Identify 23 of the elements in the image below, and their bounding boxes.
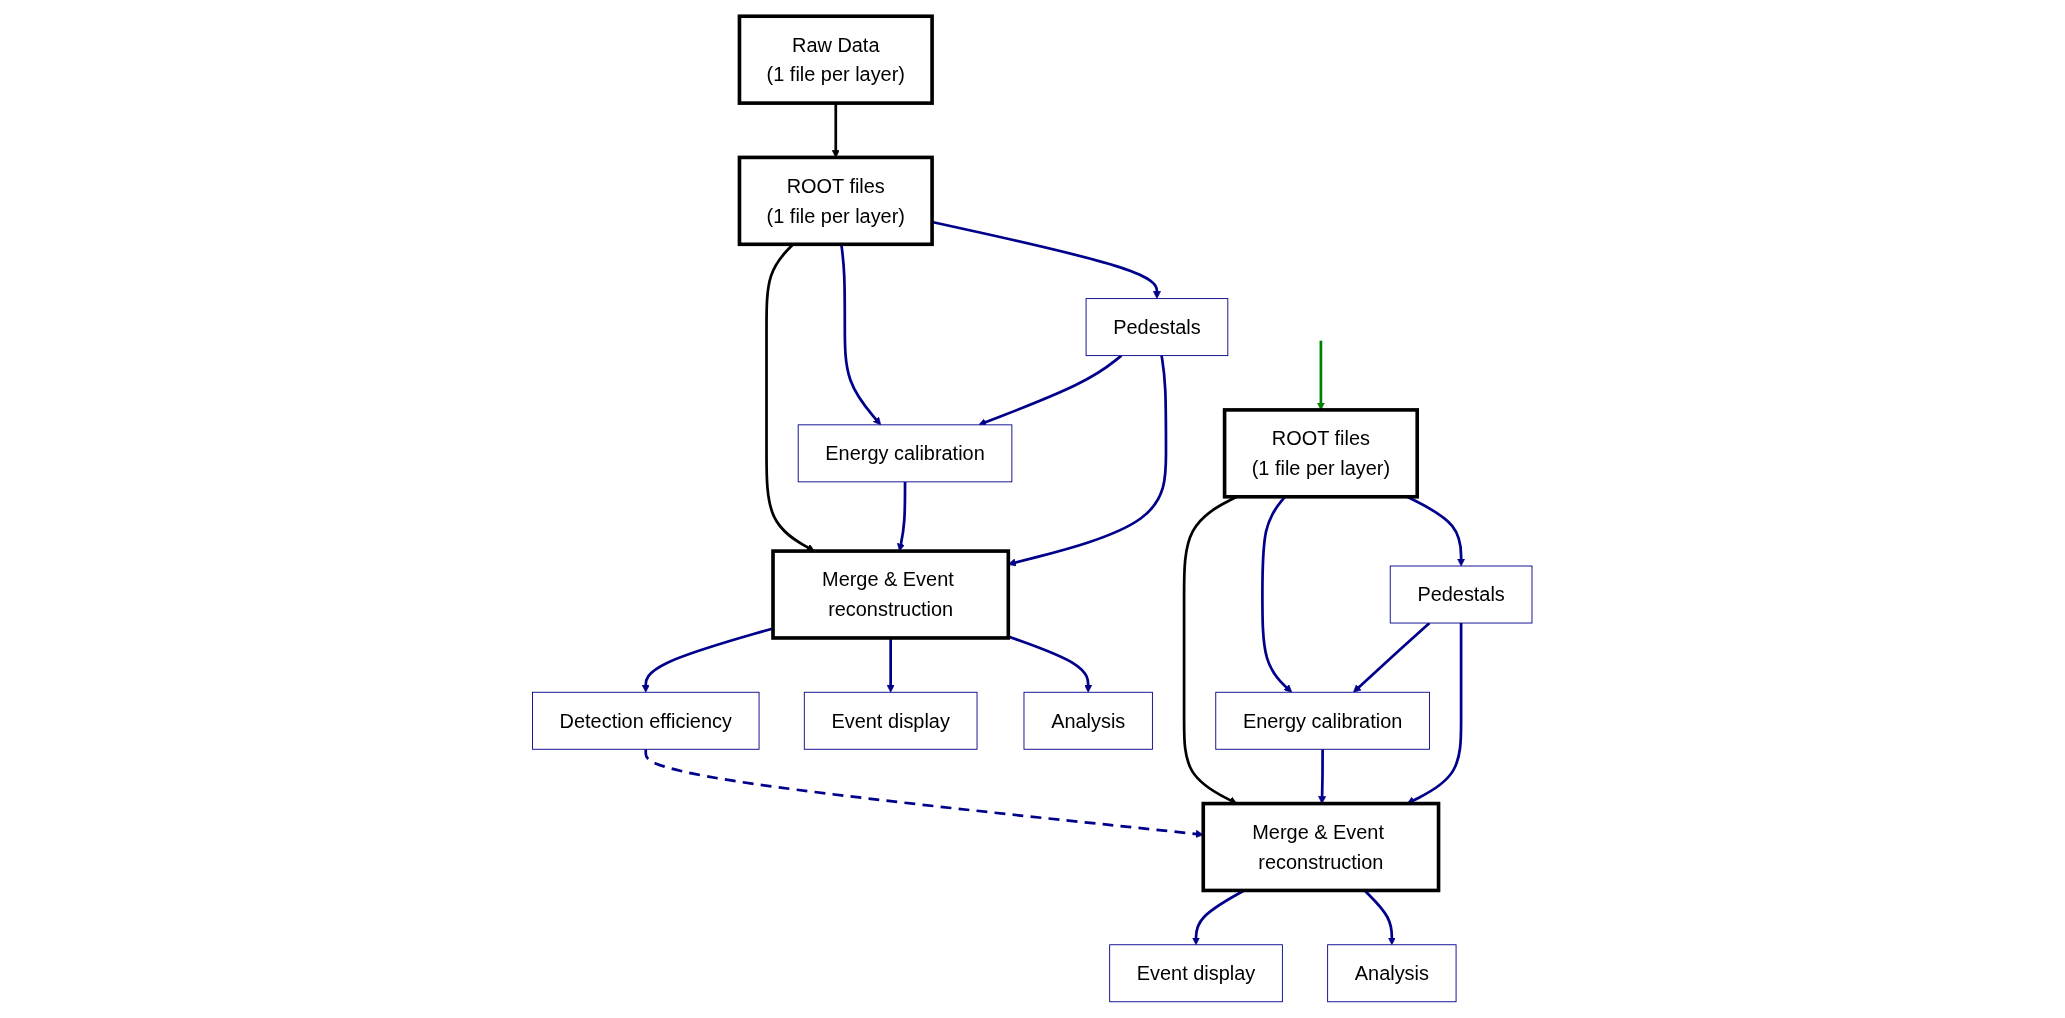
arrow — [1318, 749, 1327, 804]
arrow — [886, 637, 895, 693]
node-box: ROOT files (1 file per layer) — [737, 155, 935, 247]
arrow — [832, 103, 840, 158]
node-box: Detection efficiency — [532, 691, 760, 750]
node-box: Merge & Event reconstruction — [771, 549, 1011, 640]
arrow — [1353, 622, 1431, 693]
node-box: Pedestals — [1085, 298, 1229, 357]
node-box: Analysis — [1327, 944, 1457, 1003]
node-box: Event display — [804, 691, 978, 750]
node-box: Energy calibration — [1215, 691, 1431, 750]
node-box: Energy calibration — [798, 424, 1013, 483]
arrow — [1407, 623, 1463, 804]
node-box: Analysis — [1023, 691, 1154, 750]
node-box: Raw Data (1 file per layer) — [737, 14, 935, 105]
node-box: Merge & Event reconstruction — [1201, 801, 1441, 893]
node-box: ROOT files (1 file per layer) — [1223, 408, 1420, 499]
node-box: Pedestals — [1390, 565, 1533, 624]
arrow — [978, 354, 1123, 426]
arrow — [897, 481, 907, 552]
arrow — [1008, 635, 1093, 693]
arrow — [840, 244, 882, 426]
node-box: Event display — [1109, 944, 1284, 1003]
